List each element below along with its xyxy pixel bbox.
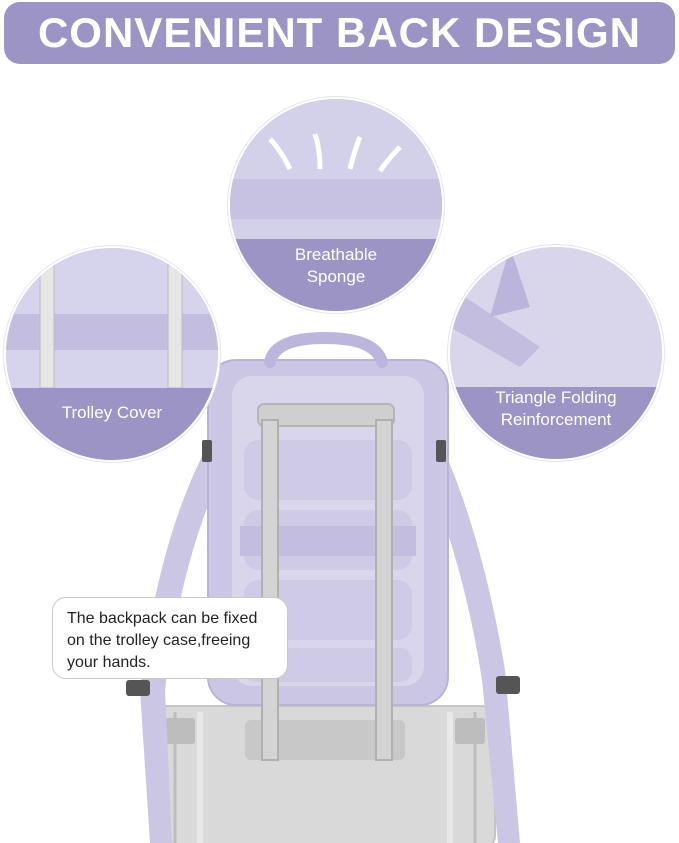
feature-label-line2: Sponge — [306, 267, 366, 286]
title-banner: CONVENIENT BACK DESIGN — [4, 2, 675, 64]
banner-title: CONVENIENT BACK DESIGN — [37, 9, 642, 56]
feature-label-line2: Reinforcement — [500, 410, 612, 429]
reinforcement-closeup-icon — [450, 247, 662, 459]
trolley-handle — [257, 403, 395, 427]
trolley-cover-closeup-icon — [6, 248, 218, 460]
callout-line3: your hands. — [67, 654, 151, 671]
feature-label-line1: Triangle Folding — [495, 388, 617, 407]
feature-label-line1: Breathable — [294, 245, 378, 264]
feature-trolley-cover: Trolley Cover — [4, 246, 220, 462]
feature-label-line1: Trolley Cover — [61, 403, 163, 422]
callout-line1: The backpack can be fixed — [67, 610, 258, 627]
mesh-closeup-icon — [230, 99, 442, 311]
callout-line2: on the trolley case,freeing — [67, 632, 251, 649]
callout-box: The backpack can be fixed on the trolley… — [52, 597, 288, 679]
feature-breathable-sponge: Breathable Sponge — [228, 97, 444, 313]
feature-triangle-folding-reinforcement: Triangle Folding Reinforcement — [448, 245, 664, 461]
